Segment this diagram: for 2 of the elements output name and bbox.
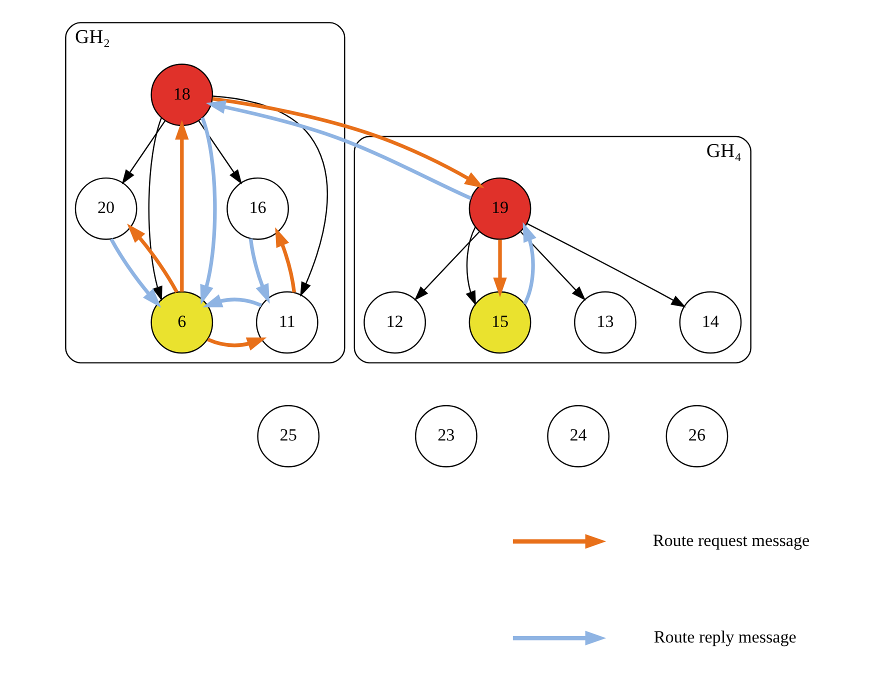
legend-label: Route request message: [652, 530, 810, 550]
legend-label: Route reply message: [654, 628, 796, 647]
